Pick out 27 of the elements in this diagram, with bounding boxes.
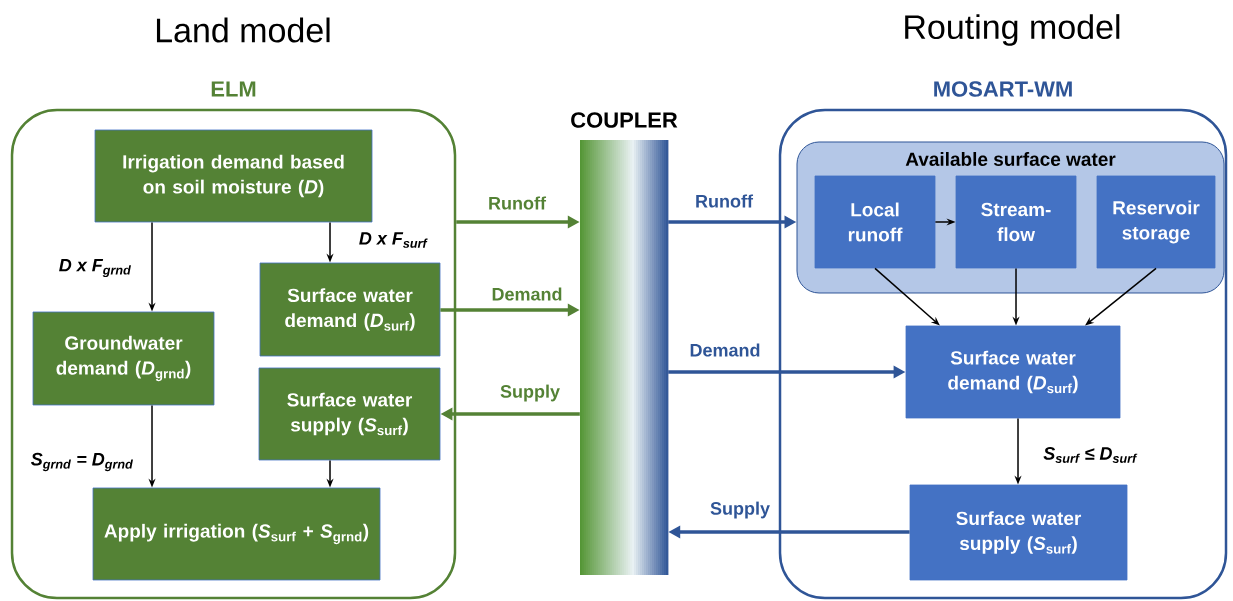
edge-label: S$_{grnd}$ = D$_{grnd}$: [29, 451, 135, 473]
process-box: Local runoff: [814, 175, 936, 269]
process-box: Surface water supply (S$_{surf}$): [258, 367, 441, 461]
model-title: Routing model: [905, 14, 1120, 46]
edge-label: Runoff: [487, 195, 547, 211]
process-box: Surface water demand (D$_{surf}$): [905, 325, 1121, 419]
process-box: Surface water supply (S$_{surf}$): [909, 484, 1128, 581]
edge-label: Demand: [688, 342, 762, 358]
edge-label: Supply: [709, 500, 771, 520]
model-title: Land model: [156, 17, 330, 43]
process-box: Irrigation demand based on soil moisture (D): [94, 129, 373, 223]
process-box: Stream-flow: [955, 175, 1077, 269]
panel-title: MOSART-WM: [934, 81, 1072, 97]
edge-label: S$_{surf}$ ≤ D$_{surf}$: [1042, 446, 1138, 464]
edge-label: Demand: [490, 286, 564, 302]
process-box: Surface water demand (D$_{surf}$): [259, 262, 441, 357]
arrow: [1085, 267, 1157, 326]
edge-label: Runoff: [694, 193, 754, 209]
edge-label: Supply: [499, 383, 561, 403]
process-box: Reservoir storage: [1096, 175, 1216, 269]
process-box: Apply irrigation (S$_{surf}$ + S$_{grnd}$): [92, 487, 381, 581]
process-box: Groundwater demand (D$_{grnd}$): [32, 311, 215, 406]
edge-label: D x F$_{grnd}$: [57, 257, 133, 279]
panel-title: ELM: [211, 81, 256, 97]
edge-label: D x F$_{surf}$: [357, 231, 429, 249]
group-title: Available surface water: [905, 152, 1116, 166]
bar-title: COUPLER: [571, 112, 678, 128]
